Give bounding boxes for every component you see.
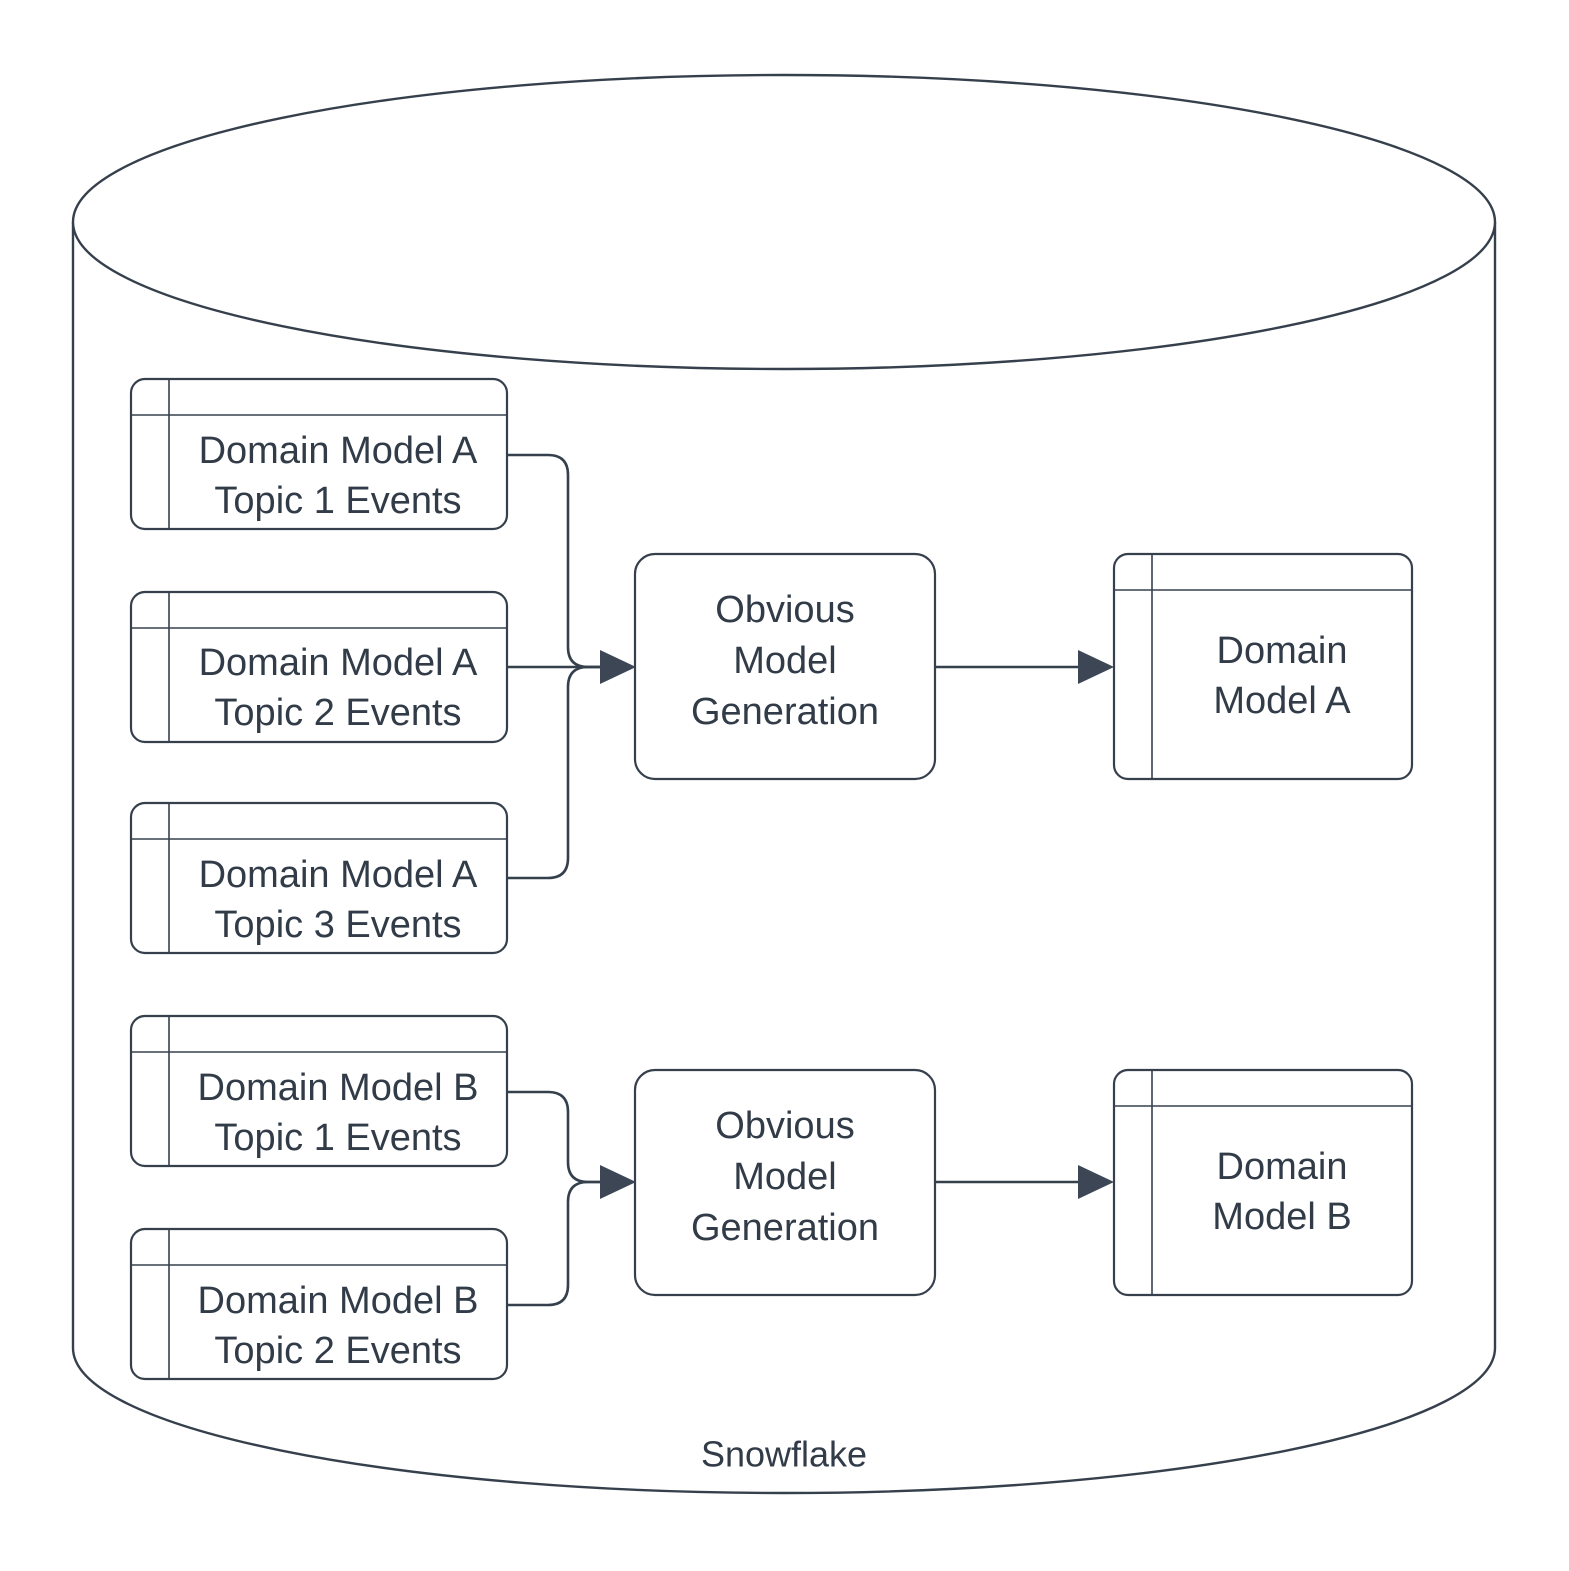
- process-b-label-line2: Model: [733, 1156, 837, 1198]
- output-b-table-shape: [1112, 1068, 1414, 1297]
- node-output-a[interactable]: Domain Model A: [1112, 552, 1414, 781]
- cylinder-top-ellipse: [71, 73, 1497, 371]
- process-b-label-line1: Obvious: [715, 1105, 854, 1147]
- a-topic-2-table-shape: [129, 590, 509, 744]
- output-b-label-line2: Model B: [1212, 1196, 1351, 1238]
- b-topic-1-label-line2: Topic 1 Events: [214, 1117, 461, 1159]
- node-a-topic-3[interactable]: Domain Model A Topic 3 Events: [129, 801, 509, 955]
- node-output-b[interactable]: Domain Model B: [1112, 1068, 1414, 1297]
- process-b-label-line3: Generation: [691, 1207, 879, 1249]
- connectors-group: [507, 453, 1114, 1307]
- a-topic-1-label-line2: Topic 1 Events: [214, 480, 461, 522]
- arrowhead-into-output-b: [1078, 1165, 1114, 1199]
- arrowhead-into-output-a: [1078, 650, 1114, 684]
- node-a-topic-2[interactable]: Domain Model A Topic 2 Events: [129, 590, 509, 744]
- edge-b-topic-2-to-process-b: [507, 1180, 600, 1307]
- a-topic-1-label-line1: Domain Model A: [199, 430, 478, 472]
- cylinder-label: Snowflake: [701, 1434, 867, 1475]
- a-topic-3-table-shape: [129, 801, 509, 955]
- b-topic-1-label-line1: Domain Model B: [198, 1067, 479, 1109]
- node-process-a[interactable]: Obvious Model Generation: [633, 552, 937, 781]
- node-process-b[interactable]: Obvious Model Generation: [633, 1068, 937, 1297]
- a-topic-2-label-line2: Topic 2 Events: [214, 692, 461, 734]
- b-topic-1-table-shape: [129, 1014, 509, 1168]
- arrowhead-into-process-a: [600, 650, 636, 684]
- output-a-table-shape: [1112, 552, 1414, 781]
- output-a-label-line1: Domain: [1217, 630, 1348, 672]
- edge-a-topic-3-to-process-a: [507, 665, 600, 880]
- process-a-label-line3: Generation: [691, 691, 879, 733]
- process-a-label-line1: Obvious: [715, 589, 854, 631]
- arrowhead-into-process-b: [600, 1165, 636, 1199]
- node-b-topic-1[interactable]: Domain Model B Topic 1 Events: [129, 1014, 509, 1168]
- a-topic-3-label-line2: Topic 3 Events: [214, 904, 461, 946]
- node-b-topic-2[interactable]: Domain Model B Topic 2 Events: [129, 1227, 509, 1381]
- a-topic-1-table-shape: [129, 377, 509, 531]
- a-topic-3-label-line1: Domain Model A: [199, 854, 478, 896]
- process-a-label-line2: Model: [733, 640, 837, 682]
- process-a-shape: [633, 552, 937, 781]
- edge-b-topic-1-to-process-b: [507, 1090, 600, 1184]
- b-topic-2-label-line1: Domain Model B: [198, 1280, 479, 1322]
- output-a-label-line2: Model A: [1213, 680, 1351, 722]
- b-topic-2-table-shape: [129, 1227, 509, 1381]
- a-topic-2-label-line1: Domain Model A: [199, 642, 478, 684]
- process-b-shape: [633, 1068, 937, 1297]
- b-topic-2-label-line2: Topic 2 Events: [214, 1330, 461, 1372]
- output-b-label-line1: Domain: [1217, 1146, 1348, 1188]
- node-a-topic-1[interactable]: Domain Model A Topic 1 Events: [129, 377, 509, 531]
